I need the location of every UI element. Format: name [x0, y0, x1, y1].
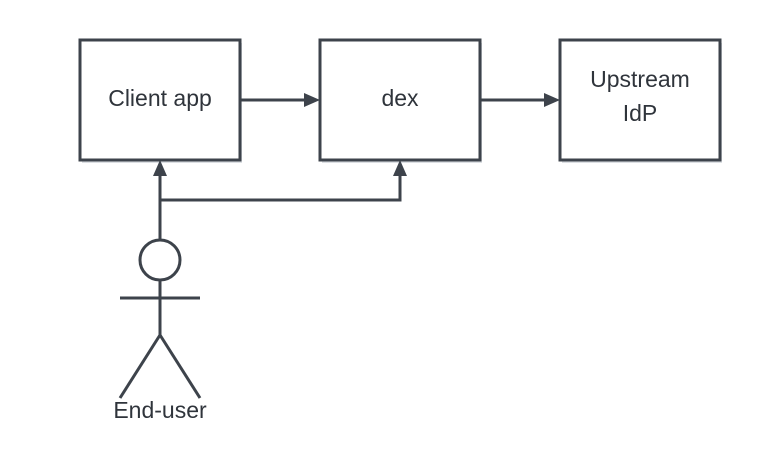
client-app-label: Client app — [108, 85, 212, 111]
upstream-idp-label-line2: IdP — [623, 100, 658, 126]
end-user-label: End-user — [113, 397, 207, 423]
arrow-dex-to-upstream — [480, 93, 560, 107]
end-user-actor: End-user — [113, 238, 207, 423]
arrow-client-to-dex — [240, 93, 320, 107]
client-app-node: Client app — [78, 38, 242, 162]
upstream-idp-label-line1: Upstream — [590, 66, 690, 92]
actor-head-icon — [138, 238, 182, 282]
arrow-user-to-client — [153, 160, 167, 240]
dex-label: dex — [381, 85, 419, 111]
upstream-idp-node: Upstream IdP — [558, 38, 722, 162]
dex-node: dex — [318, 38, 482, 162]
arrow-user-to-dex — [160, 160, 407, 202]
